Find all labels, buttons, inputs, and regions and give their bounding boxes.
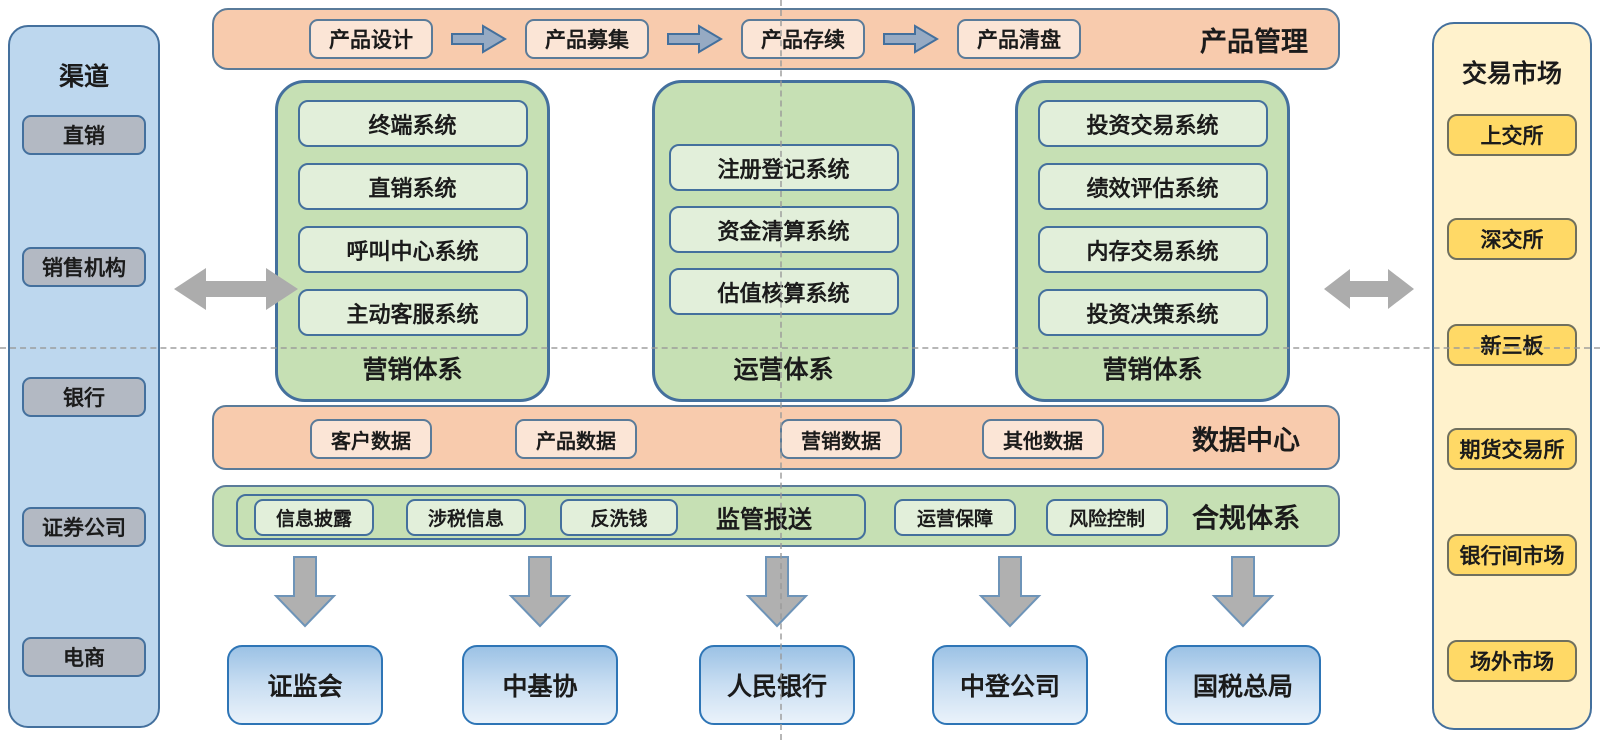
product-management-title: 产品管理 <box>1200 26 1308 57</box>
right-arrow-icon <box>451 24 507 54</box>
data-item-other[interactable]: 其他数据 <box>982 419 1104 459</box>
regulator-amac[interactable]: 中基协 <box>462 645 618 725</box>
operation-system-box: 注册登记系统 资金清算系统 估值核算系统 运营体系 <box>652 80 915 402</box>
regulatory-report-title: 监管报送 <box>716 506 812 534</box>
marketing-system-title: 营销体系 <box>362 356 463 384</box>
market-item-futures[interactable]: 期货交易所 <box>1447 428 1577 470</box>
marketing-system-box: 终端系统 直销系统 呼叫中心系统 主动客服系统 营销体系 <box>275 80 550 402</box>
operation-system-title: 运营体系 <box>733 356 834 384</box>
regulator-pboc[interactable]: 人民银行 <box>699 645 855 725</box>
compliance-item-operation-support[interactable]: 运营保障 <box>894 499 1016 536</box>
system-item-active-service[interactable]: 主动客服系统 <box>297 289 528 336</box>
compliance-item-anti-laundering[interactable]: 反洗钱 <box>560 499 678 536</box>
market-item-interbank[interactable]: 银行间市场 <box>1447 534 1577 576</box>
data-item-marketing[interactable]: 营销数据 <box>780 419 902 459</box>
investment-system-title: 营销体系 <box>1102 356 1203 384</box>
system-item-performance-eval[interactable]: 绩效评估系统 <box>1037 163 1268 210</box>
data-center-title: 数据中心 <box>1192 425 1300 455</box>
channel-item-securities[interactable]: 证券公司 <box>22 507 146 547</box>
right-arrow-icon <box>667 24 723 54</box>
product-management-bar: 产品设计 产品募集 产品存续 产品清盘 产品管理 <box>212 8 1340 70</box>
market-item-sse[interactable]: 上交所 <box>1447 114 1577 156</box>
compliance-title: 合规体系 <box>1192 503 1300 534</box>
data-center-bar: 客户数据 产品数据 营销数据 其他数据 数据中心 <box>212 405 1340 470</box>
data-item-product[interactable]: 产品数据 <box>515 419 637 459</box>
regulatory-report-group: 信息披露 涉税信息 反洗钱 监管报送 <box>236 494 866 540</box>
right-double-arrow-icon <box>1324 269 1414 309</box>
system-item-fund-clearing[interactable]: 资金清算系统 <box>668 206 899 253</box>
channel-item-ecommerce[interactable]: 电商 <box>22 637 146 677</box>
compliance-item-disclosure[interactable]: 信息披露 <box>254 499 374 536</box>
channel-item-direct-sales[interactable]: 直销 <box>22 115 146 155</box>
flow-step-fundraising[interactable]: 产品募集 <box>525 19 649 59</box>
flow-step-design[interactable]: 产品设计 <box>309 19 433 59</box>
system-item-registration[interactable]: 注册登记系统 <box>668 144 899 191</box>
down-arrow-icon <box>273 556 337 628</box>
down-arrow-icon <box>1211 556 1275 628</box>
right-arrow-icon <box>883 24 939 54</box>
flow-step-liquidation[interactable]: 产品清盘 <box>957 19 1081 59</box>
channel-item-sales-agency[interactable]: 销售机构 <box>22 247 146 287</box>
market-item-szse[interactable]: 深交所 <box>1447 218 1577 260</box>
system-item-direct-sales[interactable]: 直销系统 <box>297 163 528 210</box>
system-item-call-center[interactable]: 呼叫中心系统 <box>297 226 528 273</box>
system-item-invest-trading[interactable]: 投资交易系统 <box>1037 100 1268 147</box>
regulator-csdc[interactable]: 中登公司 <box>932 645 1088 725</box>
compliance-item-risk-control[interactable]: 风险控制 <box>1046 499 1168 536</box>
channels-title: 渠道 <box>58 63 109 91</box>
markets-panel: 交易市场 上交所 深交所 新三板 期货交易所 银行间市场 场外市场 <box>1432 22 1592 730</box>
system-item-terminal[interactable]: 终端系统 <box>297 100 528 147</box>
system-item-invest-decision[interactable]: 投资决策系统 <box>1037 289 1268 336</box>
data-item-customer[interactable]: 客户数据 <box>310 419 432 459</box>
flow-step-duration[interactable]: 产品存续 <box>741 19 865 59</box>
regulator-csrc[interactable]: 证监会 <box>227 645 383 725</box>
left-double-arrow-icon <box>174 268 298 310</box>
system-item-valuation[interactable]: 估值核算系统 <box>668 268 899 315</box>
investment-system-box: 投资交易系统 绩效评估系统 内存交易系统 投资决策系统 营销体系 <box>1015 80 1290 402</box>
channels-panel: 渠道 直销 销售机构 银行 证券公司 电商 <box>8 25 160 728</box>
compliance-item-tax-info[interactable]: 涉税信息 <box>406 499 526 536</box>
system-item-memory-trading[interactable]: 内存交易系统 <box>1037 226 1268 273</box>
channel-item-bank[interactable]: 银行 <box>22 377 146 417</box>
down-arrow-icon <box>508 556 572 628</box>
markets-title: 交易市场 <box>1461 60 1562 88</box>
down-arrow-icon <box>978 556 1042 628</box>
regulator-tax-bureau[interactable]: 国税总局 <box>1165 645 1321 725</box>
market-item-otc[interactable]: 场外市场 <box>1447 640 1577 682</box>
compliance-bar: 信息披露 涉税信息 反洗钱 监管报送 运营保障 风险控制 合规体系 <box>212 485 1340 547</box>
market-item-neeq[interactable]: 新三板 <box>1447 324 1577 366</box>
down-arrow-icon <box>745 556 809 628</box>
